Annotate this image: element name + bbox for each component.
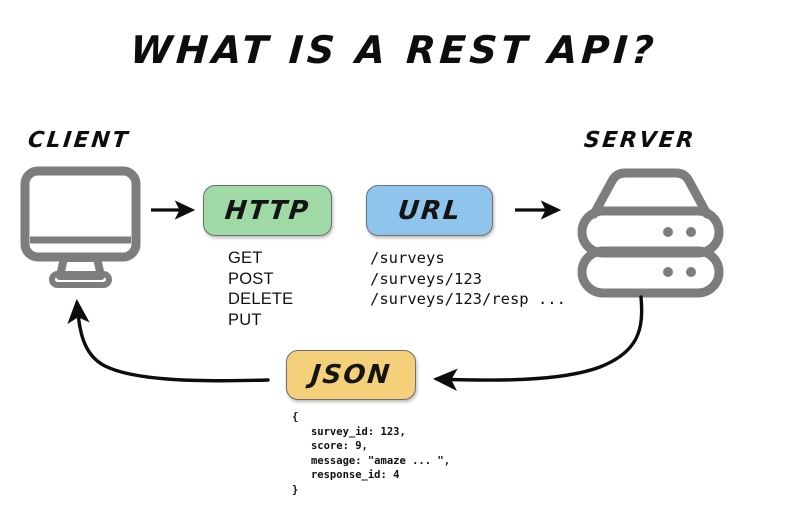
url-paths-list: /surveys /surveys/123 /surveys/123/resp … [370, 248, 566, 310]
server-stack-icon [577, 168, 724, 298]
http-method-item: POST [228, 269, 274, 288]
url-path-item: /surveys/123 [370, 269, 482, 288]
url-path-item: /surveys [370, 249, 445, 267]
http-method-item: GET [228, 249, 263, 267]
json-body-code: { survey_id: 123, score: 9, message: "am… [292, 411, 451, 496]
chip-http[interactable]: HTTP [203, 185, 332, 236]
chip-json[interactable]: JSON [286, 350, 416, 400]
url-path-item: /surveys/123/resp ... [370, 290, 566, 308]
chip-url[interactable]: URL [366, 185, 493, 236]
chip-http-label: HTTP [223, 195, 312, 226]
client-label: CLIENT [26, 128, 132, 153]
chip-json-label: JSON [309, 360, 393, 390]
http-methods-list: GET POST DELETE PUT [228, 248, 293, 330]
http-method-item: PUT [228, 310, 262, 329]
server-label: SERVER [582, 128, 698, 153]
page-title: WHAT IS A REST API? [128, 28, 660, 72]
monitor-icon [20, 166, 141, 288]
http-method-item: DELETE [228, 290, 294, 308]
chip-url-label: URL [396, 195, 463, 226]
